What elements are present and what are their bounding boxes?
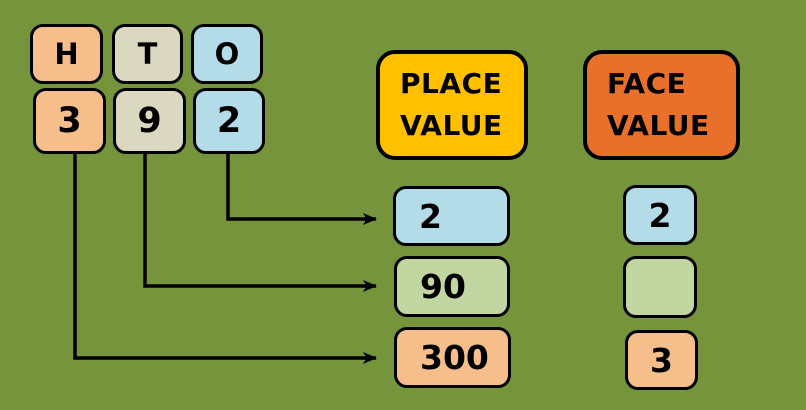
face-value-ones: 2	[623, 185, 697, 245]
digit-ones: 2	[193, 88, 265, 154]
digit-hundreds: 3	[33, 88, 106, 154]
place-value-header-line2: VALUE	[400, 109, 503, 142]
face-value-hundreds: 3	[625, 330, 698, 390]
place-value-ones: 2	[393, 186, 510, 246]
column-header-hundreds: H	[30, 24, 103, 84]
column-header-tens: T	[112, 24, 183, 84]
column-header-ones: O	[191, 24, 263, 84]
face-value-header: FACE VALUE	[583, 50, 740, 160]
place-value-header: PLACE VALUE	[376, 50, 528, 160]
face-value-tens	[623, 256, 697, 318]
arrow-hundreds-to-place-value	[73, 151, 377, 364]
arrow-ones-to-place-value	[226, 151, 377, 225]
place-value-tens: 90	[394, 256, 510, 317]
place-value-hundreds: 300	[394, 327, 511, 388]
place-value-header-line1: PLACE	[400, 67, 503, 100]
arrow-tens-to-place-value	[143, 151, 377, 292]
face-value-header-line1: FACE	[607, 67, 687, 100]
digit-tens: 9	[113, 88, 186, 154]
face-value-header-line2: VALUE	[607, 109, 710, 142]
